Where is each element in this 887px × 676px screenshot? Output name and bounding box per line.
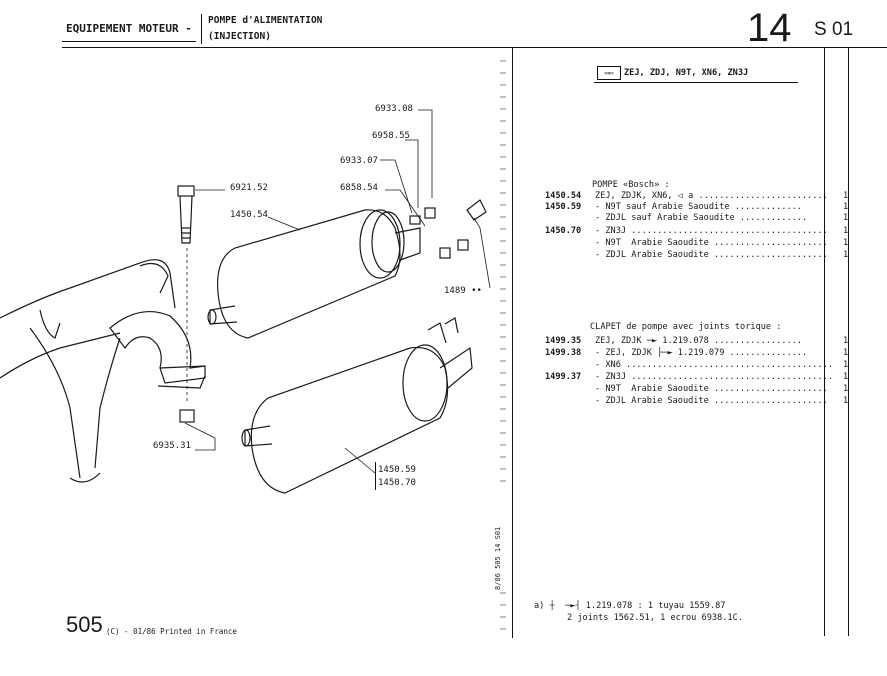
label-6933-08: 6933.08	[375, 104, 413, 114]
list-item-desc: - N9T sauf Arabie Saoudite .............	[595, 202, 802, 212]
list-item: 1499.37	[545, 372, 582, 382]
list-item-desc: - ZN3J .................................…	[595, 226, 828, 236]
upper-pump	[207, 209, 421, 339]
list-item-desc: - ZDJL Arabie Saoudite .................…	[595, 396, 828, 406]
list-item-desc: - ZDJL sauf Arabie Saoudite ............…	[595, 213, 808, 223]
list-item-qty: 1	[843, 372, 849, 382]
bottom-nut	[179, 409, 195, 423]
subtitle-line2: (INJECTION)	[208, 31, 271, 42]
chapter-number: 14	[747, 6, 792, 50]
label-1450-59: 1450.59	[378, 465, 416, 475]
list-item-desc: - XN6 ..................................…	[595, 360, 834, 370]
label-1450-54: 1450.54	[230, 210, 268, 220]
engine-icon: ▭▭	[597, 66, 621, 80]
lower-pump	[241, 317, 473, 494]
list-item-desc: - ZEJ, ZDJK ├─► 1.219.079 ..............…	[595, 348, 808, 358]
column-rule-middle	[824, 48, 825, 636]
engine-list: ZEJ, ZDJ, N9T, XN6, ZN3J	[624, 68, 749, 78]
header-rule	[62, 47, 887, 48]
header-rule-left	[62, 41, 196, 42]
print-note: (C) - 01/86 Printed in France	[106, 627, 237, 636]
subsection-code: S 01	[814, 19, 854, 40]
section-title: EQUIPEMENT MOTEUR -	[66, 22, 192, 35]
list-item-qty: 1	[843, 384, 849, 394]
list-item-qty: 1	[843, 191, 849, 201]
label-6958-55: 6958.55	[372, 131, 410, 141]
ruler-ticks	[500, 60, 506, 630]
exploded-diagram	[0, 109, 491, 494]
page-number: 505	[66, 612, 103, 637]
group2-title: CLAPET de pompe avec joints torique :	[590, 322, 782, 332]
list-item-desc: - N9T Arabie Saoudite ..................…	[595, 384, 828, 394]
list-item-desc: ZEJ, ZDJK, XN6, ◁ a ....................…	[595, 191, 828, 201]
list-item-qty: 1	[843, 336, 849, 346]
list-item: 1450.59	[545, 202, 582, 212]
list-item-desc: - ZDJL Arabie Saoudite .................…	[595, 250, 828, 260]
list-item-qty: 1	[843, 202, 849, 212]
list-item-qty: 1	[843, 396, 849, 406]
list-item-desc: - N9T Arabie Saoudite ..................…	[595, 238, 828, 248]
footnote-line2: 2 joints 1562.51, 1 ecrou 6938.1C.	[567, 613, 743, 623]
list-item-qty: 1	[843, 360, 849, 370]
bolt-head	[177, 185, 195, 197]
label-1450-70: 1450.70	[378, 478, 416, 488]
label-6921-52: 6921.52	[230, 183, 268, 193]
list-item-qty: 1	[843, 348, 849, 358]
label-1489: 1489 ••	[444, 286, 482, 296]
chassis-outline	[0, 259, 176, 319]
list-item-qty: 1	[843, 238, 849, 248]
list-item: 1499.38	[545, 348, 582, 358]
list-item-desc: - ZN3J .................................…	[595, 372, 834, 382]
header-divider	[201, 14, 202, 44]
list-item: 1450.70	[545, 226, 582, 236]
bracket	[109, 310, 206, 384]
list-item-qty: 1	[843, 250, 849, 260]
label-6935-31: 6935.31	[153, 441, 191, 451]
subtitle-line1: POMPE d'ALIMENTATION	[208, 15, 323, 26]
list-item-desc: ZEJ, ZDJK ─► 1.219.078 .................	[595, 336, 802, 346]
column-rule-left	[512, 48, 513, 638]
group1-title: POMPE «Bosch» :	[592, 180, 670, 190]
list-item-qty: 1	[843, 226, 849, 236]
column-rule-right	[848, 48, 849, 636]
footnote-line1: a) ┼ ─►┤ 1.219.078 : 1 tuyau 1559.87	[534, 601, 726, 611]
label-6933-07: 6933.07	[340, 156, 378, 166]
label-6858-54: 6858.54	[340, 183, 378, 193]
list-item-qty: 1	[843, 213, 849, 223]
list-item: 1450.54	[545, 191, 582, 201]
list-item: 1499.35	[545, 336, 582, 346]
